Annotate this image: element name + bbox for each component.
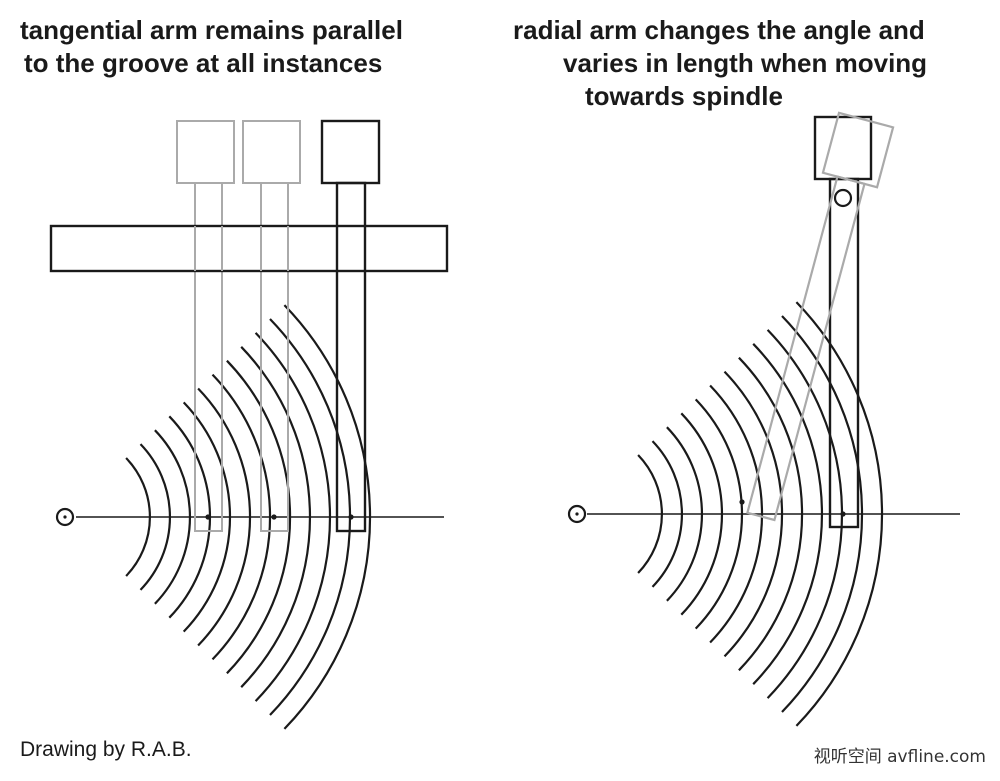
left-caption-line-2: to the groove at all instances <box>24 48 383 78</box>
left-stylus-point-3 <box>348 514 354 520</box>
right-radial-arm-tilted <box>746 111 895 522</box>
left-caption: tangential arm remains parallel to the g… <box>20 14 403 80</box>
left-drawing <box>49 119 449 730</box>
drawing-credit: Drawing by R.A.B. <box>20 738 192 761</box>
left-stylus-point-1 <box>205 514 211 520</box>
left-ghost-arm-2 <box>242 120 301 532</box>
right-pivot <box>833 188 853 208</box>
left-caption-line-1: tangential arm remains parallel <box>20 15 403 45</box>
left-stylus-point-2 <box>271 514 277 520</box>
left-ghost-arm-through-rail <box>194 226 289 271</box>
left-tangential-arm <box>320 119 381 533</box>
left-spindle-center <box>63 515 67 519</box>
right-caption-line-2: varies in length when moving <box>563 48 928 78</box>
right-stylus-point-straight <box>840 511 846 517</box>
watermark: 视听空间 avfline.com <box>813 747 986 767</box>
left-ghost-arm-1 <box>176 120 235 532</box>
left-guide-rail <box>49 224 449 273</box>
right-caption-line-3: towards spindle <box>585 81 783 111</box>
right-stylus-point-tilted <box>739 499 745 505</box>
right-spindle-center <box>575 512 579 516</box>
right-caption-line-1: radial arm changes the angle and <box>513 15 925 45</box>
right-caption: radial arm changes the angle and varies … <box>513 14 927 113</box>
right-drawing <box>567 111 960 727</box>
